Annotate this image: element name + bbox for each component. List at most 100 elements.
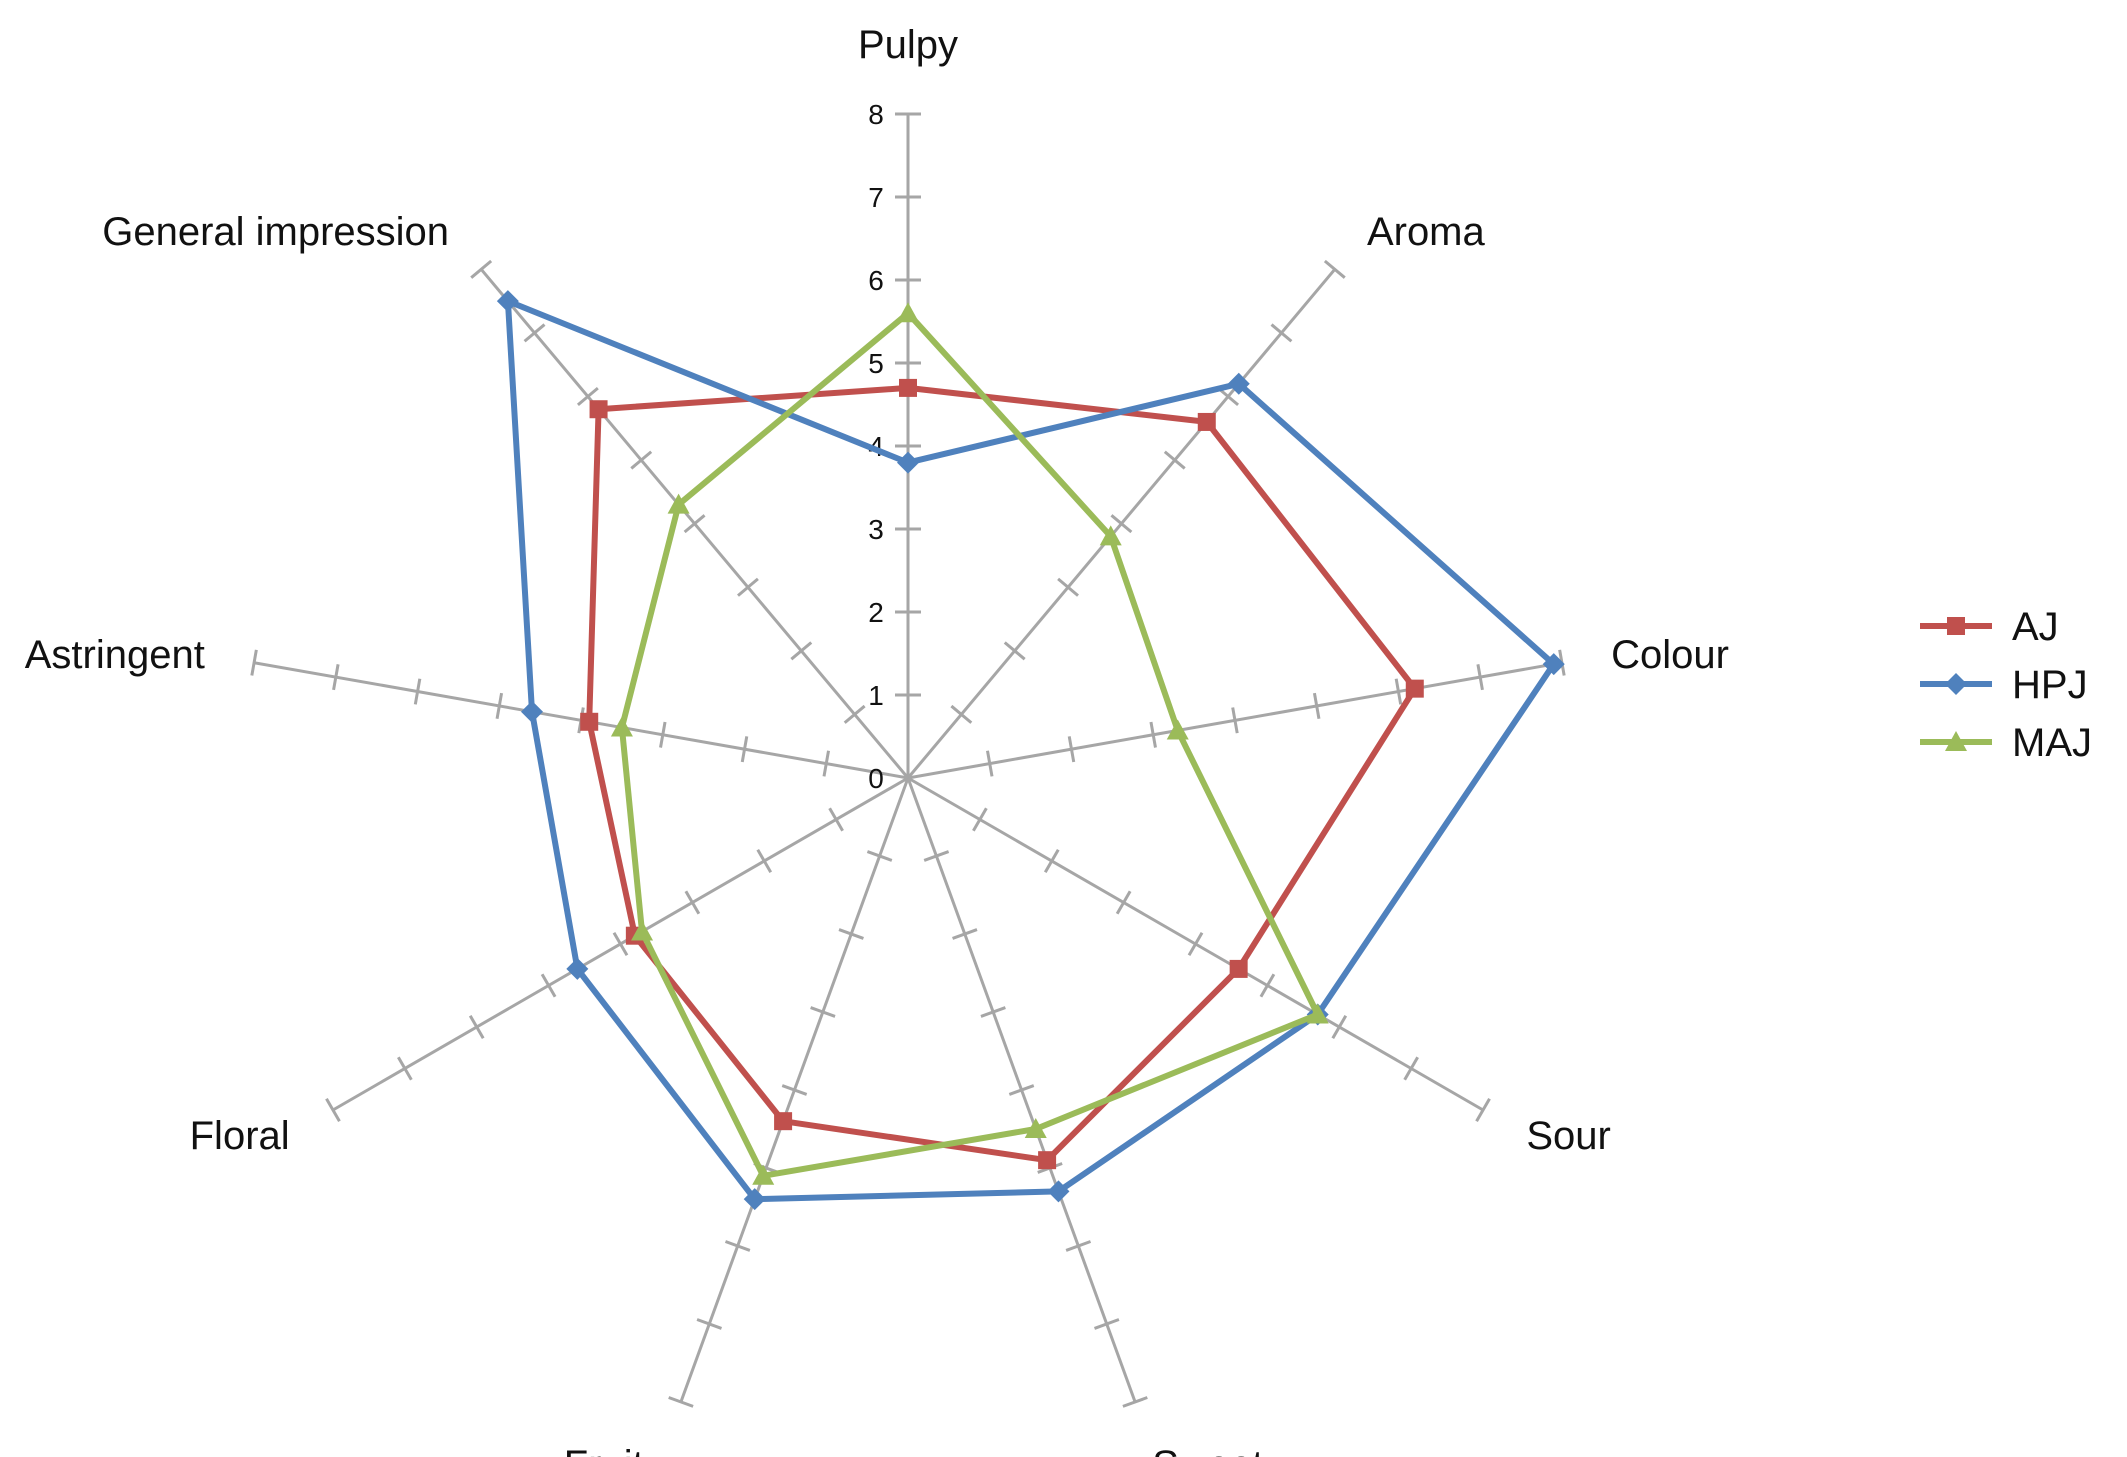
data-point-hpj <box>1542 653 1565 676</box>
axis-tick <box>972 807 988 832</box>
axis-tick <box>1149 721 1157 748</box>
axis-tick <box>1115 890 1132 915</box>
axis-tick <box>828 807 844 832</box>
axis-tick <box>1093 1318 1120 1330</box>
axis-tick <box>1270 323 1293 343</box>
axis-tick <box>684 890 701 915</box>
category-label-aroma: Aroma <box>1367 210 1486 254</box>
axis-tick <box>1187 931 1204 957</box>
axis-tick <box>413 678 422 705</box>
axis-tick <box>630 450 653 470</box>
axis-tick <box>980 1006 1006 1018</box>
axis-tick <box>822 750 830 777</box>
axis-tick <box>659 721 667 748</box>
data-point-maj <box>1306 1003 1329 1024</box>
axis-tick <box>952 928 978 940</box>
axis-tick <box>1110 514 1133 534</box>
axis-tick <box>1331 1014 1348 1040</box>
axis-tick <box>1475 1097 1491 1123</box>
data-point-aj <box>589 400 608 419</box>
data-point-maj <box>667 493 690 514</box>
axis-tick <box>1394 678 1403 705</box>
radial-tick-label: 1 <box>868 680 884 711</box>
axis-tick <box>1323 259 1346 279</box>
axis-tick <box>1067 736 1076 763</box>
category-label-sour: Sour <box>1526 1114 1611 1158</box>
series-line-hpj <box>504 298 1557 1203</box>
axis-tick <box>576 387 599 407</box>
data-point-hpj <box>897 451 919 474</box>
radial-tick-label: 2 <box>868 597 884 628</box>
category-label-floral: Floral <box>190 1114 290 1158</box>
radial-tick-label: 7 <box>868 182 884 213</box>
axis-tick <box>810 1006 836 1018</box>
axis-tick <box>1163 450 1186 470</box>
data-point-maj <box>1024 1117 1047 1138</box>
radial-tick-label: 3 <box>868 514 884 545</box>
axis-tick <box>1065 1240 1092 1252</box>
axis-tick <box>468 1014 485 1040</box>
category-label-pulpy: Pulpy <box>858 23 958 67</box>
series-layer <box>496 290 1565 1211</box>
data-point-aj <box>1038 1151 1057 1170</box>
legend-marker-maj <box>1945 731 1967 751</box>
legend-label-aj: AJ <box>2012 605 2059 649</box>
data-point-aj <box>1197 412 1216 431</box>
data-point-hpj <box>743 1188 766 1211</box>
data-point-maj <box>1166 719 1189 740</box>
axis-tick <box>470 259 493 279</box>
axis-tick <box>668 1396 694 1408</box>
category-label-general-impression: General impression <box>102 210 449 254</box>
axis-tick <box>724 1240 751 1252</box>
data-point-hpj <box>521 700 544 723</box>
data-point-aj <box>1405 679 1424 698</box>
axis-tick <box>1043 848 1060 874</box>
data-point-hpj <box>1047 1180 1070 1203</box>
axis-tick <box>740 736 749 763</box>
axis-tick <box>1312 692 1321 719</box>
axis-tick <box>838 928 864 940</box>
legend-marker-aj <box>1947 617 1965 635</box>
axis-tick <box>325 1097 341 1123</box>
series-line-aj <box>586 384 1418 1164</box>
axis-tick <box>612 931 629 957</box>
legend-label-maj: MAJ <box>2012 721 2092 765</box>
category-label-sweet: Sweet <box>1152 1443 1263 1457</box>
category-label-colour: Colour <box>1611 633 1729 677</box>
series-line-maj <box>618 310 1321 1179</box>
data-point-aj <box>899 378 917 397</box>
axes-layer <box>250 112 1566 1408</box>
axis-tick <box>523 323 546 343</box>
axis-tick <box>1008 1084 1035 1096</box>
radial-tick-label: 6 <box>868 265 884 296</box>
axis-tick <box>866 850 893 862</box>
axis-tick <box>332 664 340 691</box>
axis-tick <box>1231 707 1239 734</box>
axis-tick <box>843 704 866 724</box>
data-point-maj <box>1099 525 1122 546</box>
axis-tick <box>986 750 994 777</box>
category-label-fruity: Fruity <box>564 1443 664 1457</box>
axis-tick <box>1403 1056 1419 1081</box>
axis-tick <box>950 704 973 724</box>
axis-tick <box>790 641 813 661</box>
axis-tick <box>756 848 773 874</box>
axis-tick <box>397 1056 413 1081</box>
radial-tick-label: 5 <box>868 348 884 379</box>
axis-tick <box>1057 577 1079 597</box>
data-point-aj <box>1229 959 1248 978</box>
data-point-maj <box>897 302 919 323</box>
axis-tick <box>1122 1396 1148 1408</box>
axis-tick <box>1259 973 1276 998</box>
radial-tick-label: 8 <box>868 99 884 130</box>
data-point-hpj <box>1227 372 1250 395</box>
data-point-maj <box>631 920 654 941</box>
category-labels: PulpyAromaColourSourSweetFruityFloralAst… <box>25 23 1729 1457</box>
axis-tick <box>1476 664 1484 691</box>
data-point-aj <box>580 712 599 731</box>
axis-tick <box>737 577 759 597</box>
